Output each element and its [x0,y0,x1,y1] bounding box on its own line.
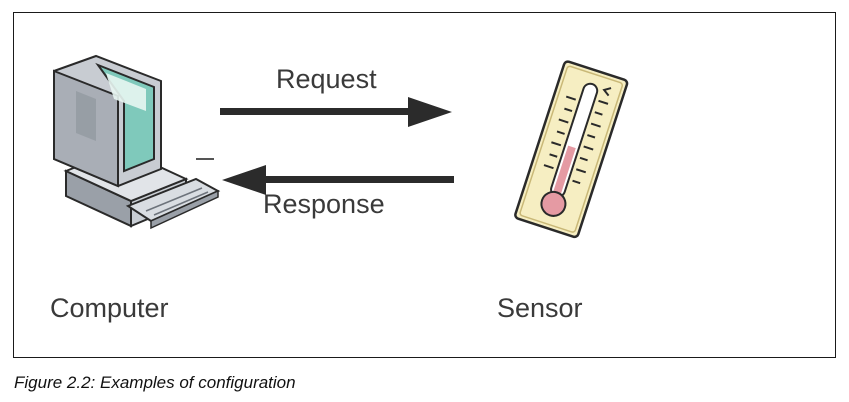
sensor-label: Sensor [497,293,583,323]
request-label: Request [276,64,377,94]
computer-icon [53,54,221,230]
response-label: Response [263,189,385,219]
left-arrow-icon [222,165,454,195]
figure-caption: Figure 2.2: Examples of configuration [14,373,296,392]
thermometer-icon [514,60,629,239]
computer-label: Computer [50,293,169,323]
figure-frame: Request Response [13,12,836,358]
right-arrow-icon [220,97,452,127]
